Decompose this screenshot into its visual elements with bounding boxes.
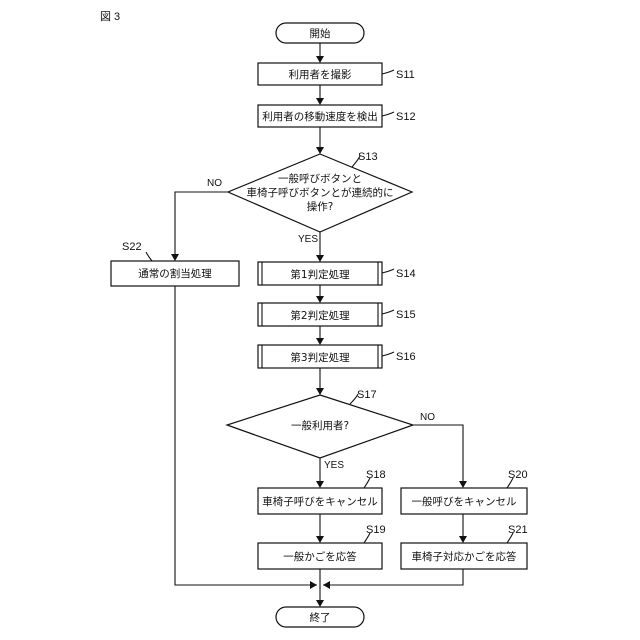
s17-yes-label: YES <box>324 460 344 471</box>
start-label: 開始 <box>310 27 331 40</box>
step-s22-leader <box>146 252 152 261</box>
process-s15-label: 第2判定処理 <box>290 309 350 322</box>
end-label: 終了 <box>310 611 331 624</box>
s13-no-label: NO <box>207 178 222 189</box>
s17-no-label: NO <box>420 412 435 423</box>
process-s20-label: 一般呼びをキャンセル <box>412 495 517 508</box>
process-s12-label: 利用者の移動速度を検出 <box>262 110 378 123</box>
step-s14-leader <box>382 269 394 273</box>
process-s18-label: 車椅子呼びをキャンセル <box>262 495 378 508</box>
step-s11: S11 <box>396 69 415 81</box>
step-s22: S22 <box>122 241 142 253</box>
step-s15: S15 <box>396 309 416 321</box>
step-s15-leader <box>382 310 394 314</box>
edge-s17-s20 <box>413 425 463 486</box>
step-s12: S12 <box>396 111 416 123</box>
step-s13: S13 <box>358 151 378 163</box>
step-s19: S19 <box>366 524 386 536</box>
process-s14-label: 第1判定処理 <box>290 268 350 281</box>
decision-s17-label: 一般利用者? <box>291 419 349 432</box>
decision-s13-line2: 車椅子呼びボタンとが連続的に <box>247 186 394 199</box>
process-s19-label: 一般かごを応答 <box>283 550 357 563</box>
step-s16: S16 <box>396 351 416 363</box>
step-s16-leader <box>382 352 394 356</box>
step-s18: S18 <box>366 469 386 481</box>
process-s16-label: 第3判定処理 <box>290 351 350 364</box>
decision-s13-line1: 一般呼びボタンと <box>278 172 362 185</box>
step-s11-leader <box>382 70 394 74</box>
step-s12-leader <box>382 112 394 116</box>
step-s14: S14 <box>396 268 416 280</box>
process-s21-label: 車椅子対応かごを応答 <box>412 550 517 563</box>
s13-yes-label: YES <box>298 234 318 245</box>
step-s20: S20 <box>508 469 528 481</box>
step-s17: S17 <box>357 389 377 401</box>
step-s21: S21 <box>508 524 528 536</box>
decision-s13-line3: 操作? <box>307 200 334 213</box>
edge-s13-s22 <box>175 192 228 259</box>
process-s11-label: 利用者を撮影 <box>289 68 352 81</box>
edge-s21-merge <box>323 569 463 585</box>
figure-label: 図 3 <box>100 10 120 23</box>
arrowheads <box>171 56 467 607</box>
process-s22-label: 通常の割当処理 <box>138 267 212 280</box>
